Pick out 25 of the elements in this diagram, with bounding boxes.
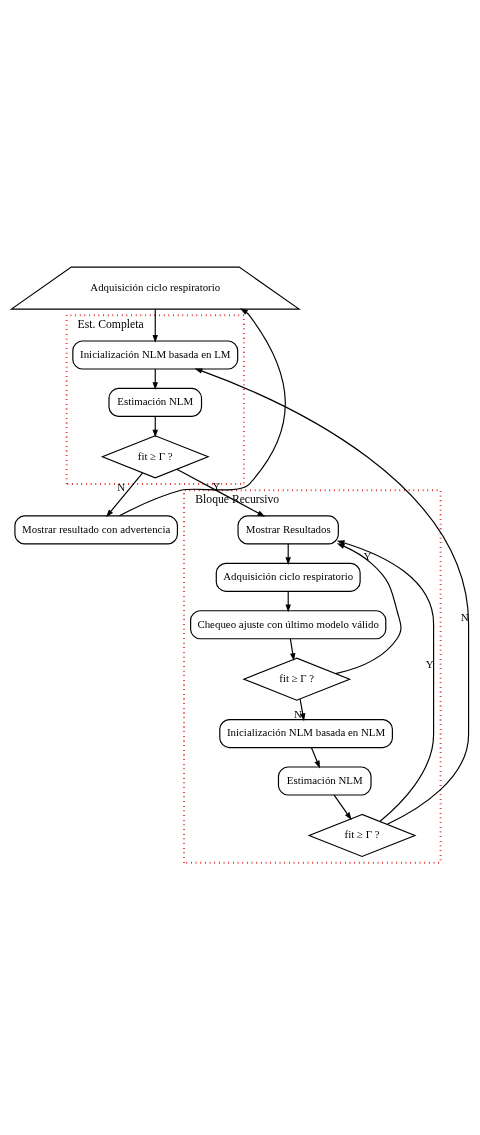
edge-label: Y — [425, 657, 434, 670]
arrow — [176, 468, 266, 517]
arrow — [289, 637, 296, 661]
arrow — [106, 472, 143, 517]
arrow — [118, 307, 286, 516]
node-box: Mostrar resultado con advertencia — [14, 514, 178, 544]
arrow — [310, 746, 320, 768]
arrow — [152, 308, 158, 343]
arrow — [299, 697, 306, 721]
arrow — [335, 542, 402, 674]
node-diamond: fit ≥ Γ ? — [100, 434, 210, 478]
node-box: Chequeo ajuste con último modelo válido — [190, 609, 387, 639]
arrow — [336, 539, 435, 822]
arrow — [333, 794, 352, 820]
arrow — [194, 367, 470, 825]
edge-label: N — [460, 610, 469, 623]
node-box: Estimación NLM — [108, 387, 203, 417]
edge-label: Y — [363, 549, 372, 562]
node-box: Estimación NLM — [277, 765, 372, 796]
edge-label: N — [294, 707, 302, 720]
node-box: Adquisición ciclo respiratorio — [215, 562, 361, 592]
node-diamond: fit ≥ Γ ? — [242, 657, 352, 701]
node-box: Inicialización NLM basada en LM — [72, 339, 239, 370]
node-box: Inicialización NLM basada en NLM — [219, 718, 393, 748]
node-box: Mostrar Resultados — [237, 514, 339, 544]
